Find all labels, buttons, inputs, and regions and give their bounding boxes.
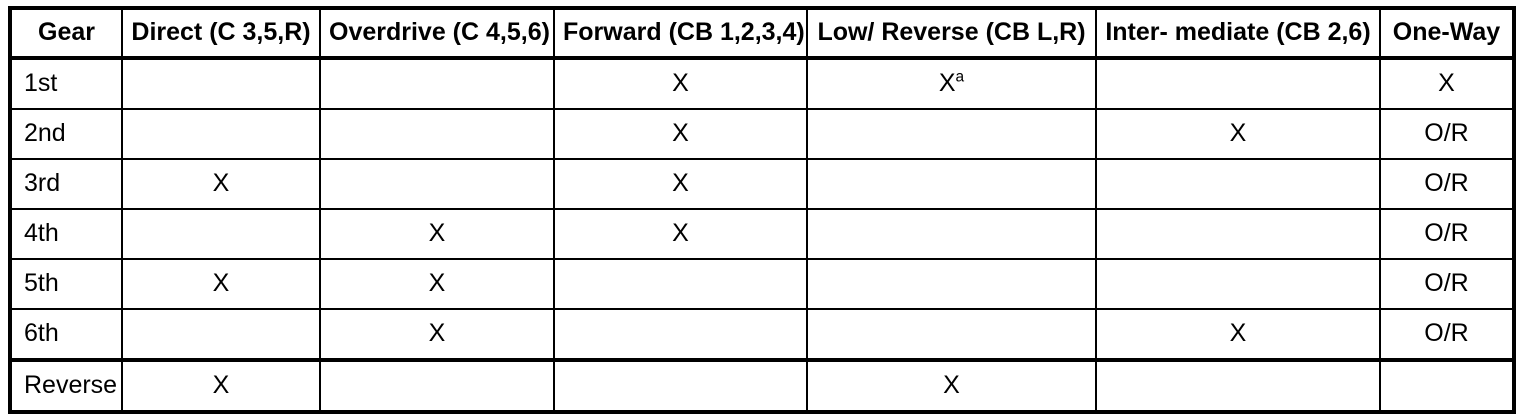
column-header-intermediate: Inter- mediate (CB 2,6) [1095,7,1381,60]
cell-low-reverse-value: X [938,69,956,98]
table-body: 1st X Xa X 2nd X X O/R 3rd X [9,57,1515,413]
column-header-one-way: One-Way [1379,7,1515,60]
cell-direct: X [121,258,321,310]
cell-one-way: X [1379,57,1515,110]
cell-overdrive [319,108,555,160]
cell-low-reverse [806,308,1097,361]
cell-forward: X [553,108,808,160]
cell-overdrive: X [319,308,555,361]
cell-overdrive [319,358,555,413]
column-header-forward: Forward (CB 1,2,3,4) [553,7,808,60]
table-row: 6th X X O/R [9,308,1515,361]
column-header-low-reverse: Low/ Reverse (CB L,R) [806,7,1097,60]
cell-intermediate [1095,208,1381,260]
cell-intermediate [1095,358,1381,413]
table-row: 1st X Xa X [9,57,1515,110]
cell-one-way [1379,358,1515,413]
cell-forward: X [553,208,808,260]
table-row: Reverse X X [9,358,1515,413]
cell-low-reverse: X [806,358,1097,413]
cell-gear: 6th [9,308,123,361]
cell-direct [121,308,321,361]
cell-gear: 2nd [9,108,123,160]
cell-forward: X [553,57,808,110]
cell-direct [121,57,321,110]
cell-direct [121,108,321,160]
column-header-overdrive: Overdrive (C 4,5,6) [319,7,555,60]
cell-overdrive [319,158,555,210]
cell-direct: X [121,358,321,413]
cell-gear: 4th [9,208,123,260]
table-header: Gear Direct (C 3,5,R) Overdrive (C 4,5,6… [9,7,1515,60]
cell-direct: X [121,158,321,210]
table-row: 2nd X X O/R [9,108,1515,160]
cell-overdrive: X [319,208,555,260]
table-header-row: Gear Direct (C 3,5,R) Overdrive (C 4,5,6… [9,7,1515,60]
footnote-marker: a [955,68,965,86]
cell-forward [553,308,808,361]
cell-direct [121,208,321,260]
cell-overdrive [319,57,555,110]
cell-intermediate: X [1095,308,1381,361]
cell-one-way: O/R [1379,108,1515,160]
column-header-direct: Direct (C 3,5,R) [121,7,321,60]
cell-forward [553,258,808,310]
cell-intermediate [1095,57,1381,110]
gear-application-table-container: Gear Direct (C 3,5,R) Overdrive (C 4,5,6… [8,6,1516,414]
table-row: 4th X X O/R [9,208,1515,260]
cell-gear: 1st [9,57,123,110]
cell-intermediate: X [1095,108,1381,160]
cell-one-way: O/R [1379,308,1515,361]
cell-one-way: O/R [1379,258,1515,310]
cell-gear: 5th [9,258,123,310]
cell-overdrive: X [319,258,555,310]
cell-gear: 3rd [9,158,123,210]
cell-low-reverse: Xa [806,57,1097,110]
cell-intermediate [1095,258,1381,310]
cell-intermediate [1095,158,1381,210]
cell-low-reverse [806,258,1097,310]
cell-forward [553,358,808,413]
cell-low-reverse [806,108,1097,160]
cell-gear: Reverse [9,358,123,413]
column-header-gear: Gear [9,7,123,60]
table-row: 3rd X X O/R [9,158,1515,210]
cell-low-reverse [806,208,1097,260]
cell-low-reverse [806,158,1097,210]
table-row: 5th X X O/R [9,258,1515,310]
cell-one-way: O/R [1379,208,1515,260]
gear-application-table: Gear Direct (C 3,5,R) Overdrive (C 4,5,6… [8,6,1516,414]
cell-one-way: O/R [1379,158,1515,210]
cell-forward: X [553,158,808,210]
